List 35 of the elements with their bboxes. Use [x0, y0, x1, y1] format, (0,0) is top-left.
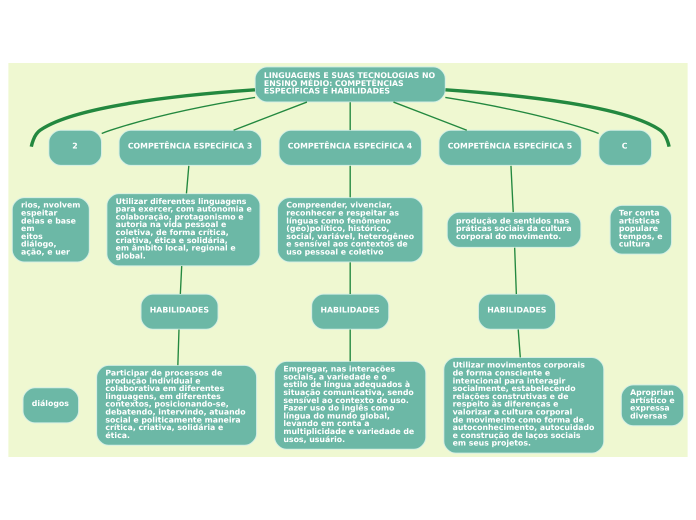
node-box: Compreender, vivenciar, reconhecer e respeitar as línguas como fenômeno (geo)político, histórico, social, variável, heterogêneo e sensível aos contextos de uso pessoal e coletivo: [277, 197, 424, 262]
node-box: Empregar, nas interações sociais, a variedade e o estilo de língua adequados à situação comunicativa, sendo sensível ao contexto do uso. Fazer uso do inglês como língua do mundo global, levando em conta a multiplicidade e variedade de usos, usuário.: [274, 360, 426, 450]
node-box: Utilizar diferentes linguagens para exercer, com autonomia e colaboração, protagonismo e autoria na vida pessoal e coletiva, de forma crítica, criativa, ética e solidária, em âmbito local, regional e global.: [106, 193, 260, 266]
node-box: produção de sentidos nas práticas sociais da cultura corporal do movimento.: [446, 212, 582, 248]
connector: [350, 166, 351, 198]
node-box: Participar de processos de produção individual e colaborativa em diferentes linguagens, em diferentes contextos, posicionando-se, debatendo, intervindo, atuando social e politicamente maneira crítica, criativa, solidária e ética.: [96, 364, 258, 446]
connector: [510, 166, 514, 212]
node-box: diálogos: [22, 387, 80, 424]
connector: [30, 88, 256, 148]
node-box: HABILIDADES: [140, 294, 219, 330]
node-box: HABILIDADES: [311, 294, 390, 330]
connector: [177, 329, 180, 366]
node-box: C: [598, 130, 652, 166]
connector: [514, 248, 518, 294]
node-box: Utilizar movimentos corporais de forma consciente e intencional para interagir socialmente, estabelecendo relações construtivas e de respeito às diferenças e valorizar a cultura corporal de movimento como forma de autoconhecimento, autocuidado e construção de laços sociais em seus projetos.: [443, 357, 604, 454]
connector: [233, 101, 308, 131]
connector: [186, 166, 190, 194]
node-box: COMPETÊNCIA ESPECÍFICA 3: [118, 130, 262, 166]
connector: [518, 329, 521, 358]
node-box: COMPETÊNCIA ESPECÍFICA 4: [278, 130, 422, 166]
node-box: COMPETÊNCIA ESPECÍFICA 5: [438, 130, 582, 166]
node-box: 2: [48, 130, 102, 166]
node-box: Ter conta artísticas populare tempos, e cultura: [610, 204, 672, 255]
connector: [350, 102, 351, 130]
node-box: Aproprian artístico e expressa diversas: [620, 384, 684, 426]
node-box: HABILIDADES: [478, 294, 556, 330]
connector: [101, 96, 256, 134]
connector: [445, 88, 671, 148]
node-box: LINGUAGENS E SUAS TECNOLOGIAS NO ENSINO MÉDIO: COMPETÊNCIAS ESPECÍFICAS E HABILIDADES: [254, 66, 446, 102]
connector: [350, 329, 351, 362]
connector: [180, 266, 182, 294]
connector: [445, 96, 599, 134]
connector: [350, 262, 351, 294]
connector: [393, 101, 468, 131]
node-box: rios, nvolvem espeitar deias e base em eitos diálogo, ação, e uer: [12, 197, 90, 262]
